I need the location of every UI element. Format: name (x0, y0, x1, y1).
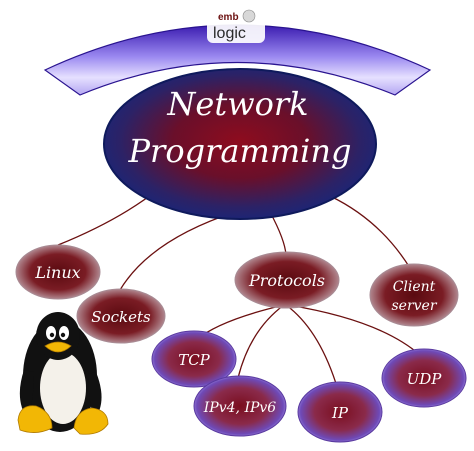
topic-label-client-line2: server (391, 298, 437, 314)
protocol-label-udp: UDP (407, 370, 443, 388)
protocol-node-udp: UDP (381, 348, 467, 408)
connector-center-protocols (269, 211, 287, 256)
protocol-label-tcp: TCP (178, 351, 210, 369)
topic-label-linux: Linux (34, 263, 80, 282)
connector-center-client (329, 195, 411, 269)
topic-label-client-line1: Client (393, 279, 436, 295)
logo-large-text: logic (213, 25, 246, 42)
protocol-node-tcp: TCP (151, 330, 237, 388)
topic-node-sockets: Sockets (76, 288, 166, 344)
topic-node-protocols: Protocols (234, 251, 340, 309)
arc-banner (43, 24, 432, 96)
emb-logic-logo: emb logic (207, 5, 265, 43)
penguin-icon (17, 312, 109, 435)
connector-center-sockets (119, 211, 236, 291)
protocol-label-ipv: IPv4, IPv6 (203, 400, 277, 416)
center-title-line2: Programming (128, 132, 352, 170)
topic-label-sockets: Sockets (91, 308, 151, 326)
protocol-label-ip: IP (331, 404, 349, 422)
center-title-line1: Network (166, 85, 308, 123)
protocol-node-ip: IP (297, 381, 383, 443)
center-node: Network Programming (103, 68, 377, 220)
logo-dots-icon (242, 9, 256, 23)
logo-small-text: emb (218, 12, 239, 23)
topic-node-linux: Linux (15, 244, 101, 300)
topic-label-protocols: Protocols (248, 271, 325, 290)
connector-protocols-ipv (237, 304, 285, 379)
protocol-node-ipv: IPv4, IPv6 (193, 375, 287, 437)
topic-node-client-server: Client server (369, 263, 459, 327)
connector-protocols-udp (287, 304, 421, 356)
connector-protocols-ip (285, 304, 339, 391)
